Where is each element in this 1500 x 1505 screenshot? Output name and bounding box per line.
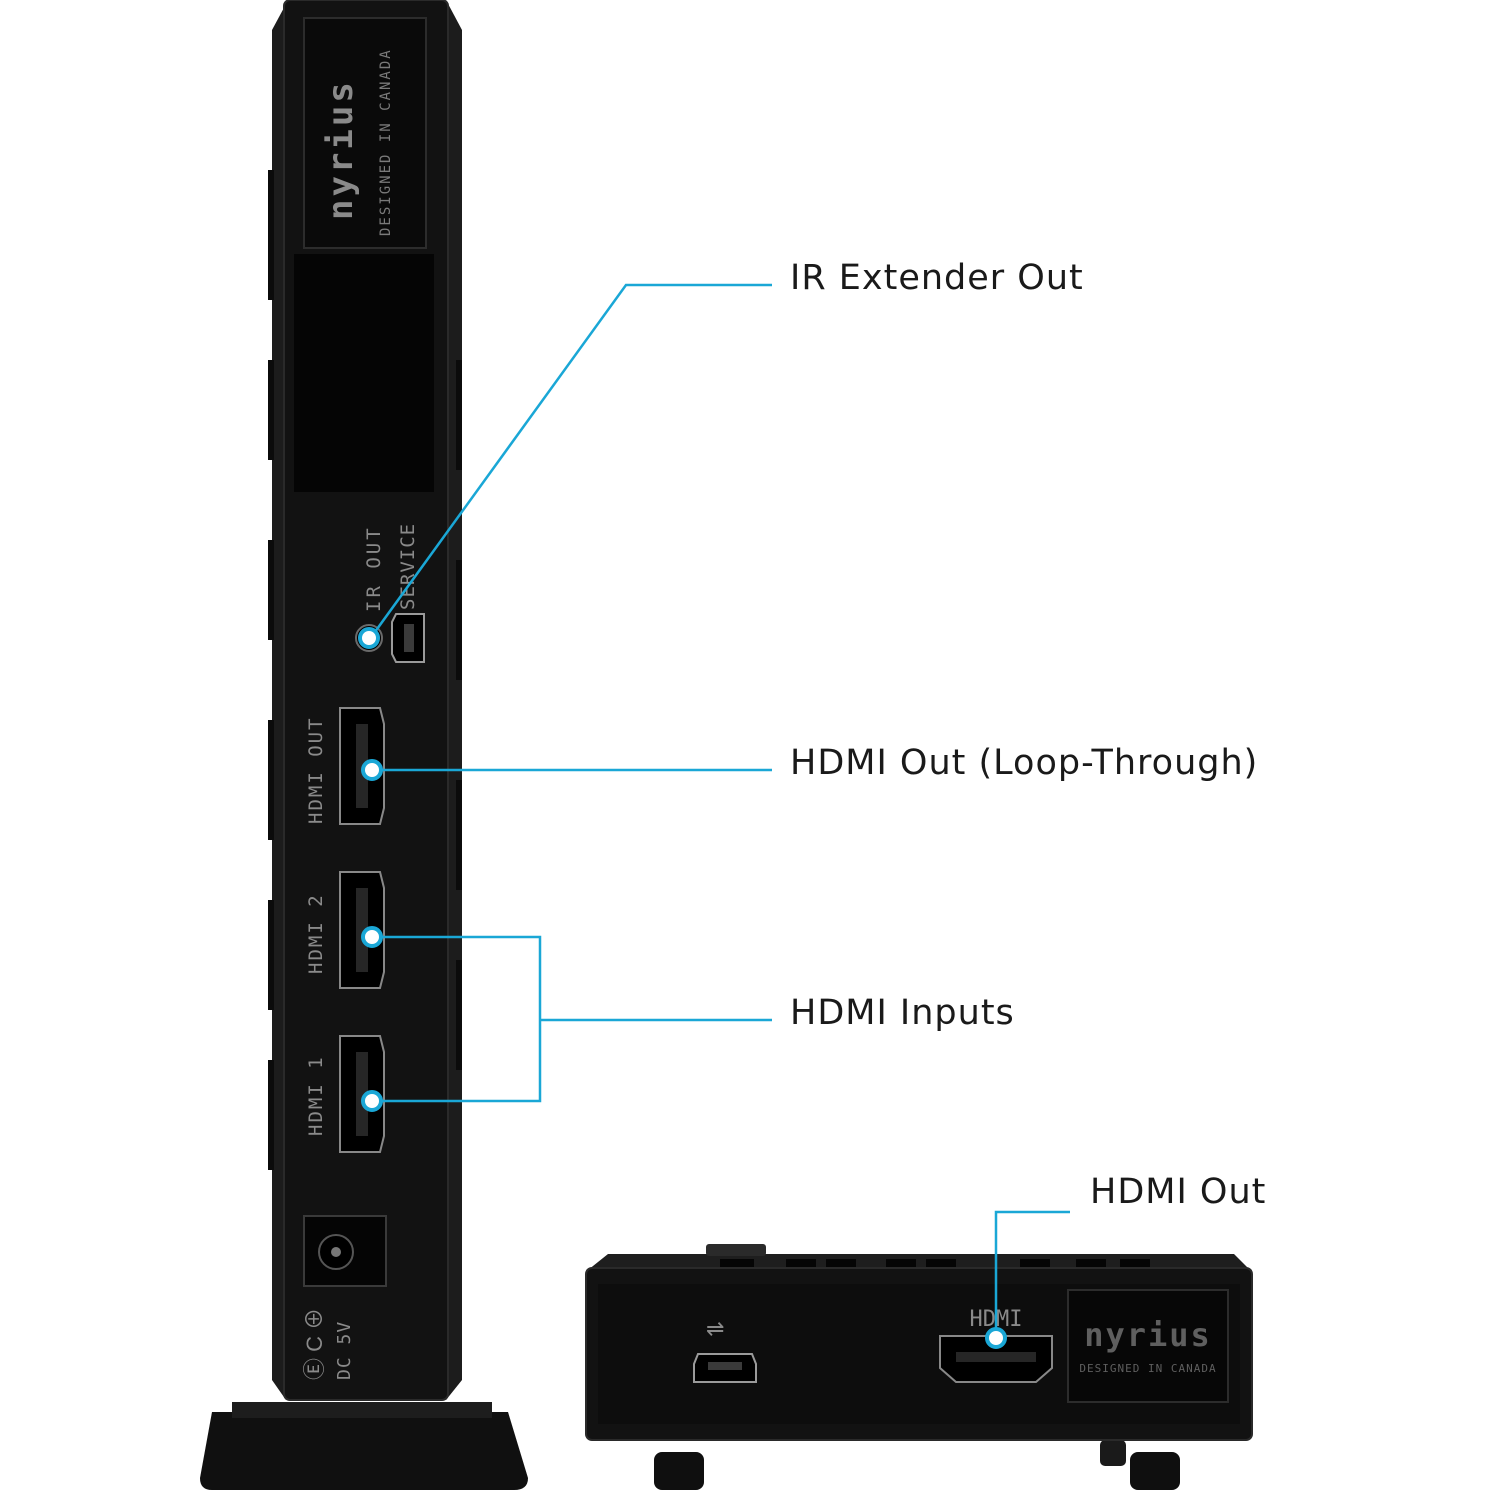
tower-vent [456, 560, 462, 680]
ir-extender-leader [370, 283, 772, 637]
callout-hdmi-out-loop-through: HDMI Out (Loop-Through) [790, 743, 1259, 783]
receiver-vent [886, 1259, 916, 1267]
receiver-hdmi-port-tongue [956, 1352, 1036, 1362]
tower-vent [456, 780, 462, 890]
hdmi-2-port-tongue [356, 888, 368, 972]
callout-hdmi-out: HDMI Out [1090, 1172, 1267, 1212]
power-jack-pin [331, 1247, 341, 1257]
service-usb-pins [404, 624, 414, 652]
service-label: SERVICE [397, 523, 419, 610]
receiver-top-button [706, 1244, 766, 1256]
hdmi-1-label: HDMI 1 [305, 1055, 327, 1136]
tower-stand-neck [232, 1402, 492, 1418]
receiver-unit: ⇌ HDMI nyrius DESIGNED IN CANADA [585, 1244, 1253, 1490]
usb-icon: ⇌ [706, 1316, 724, 1341]
ir-out-label: IR OUT [363, 525, 385, 612]
receiver-foot [1130, 1452, 1180, 1490]
tower-logo-panel [303, 17, 427, 249]
tower-vent [268, 1060, 274, 1170]
hdmi-2-label: HDMI 2 [305, 893, 327, 974]
callout-ir-extender-out: IR Extender Out [790, 258, 1084, 298]
callout-dot [361, 926, 383, 948]
callout-dot [985, 1327, 1007, 1349]
callout-dot [361, 759, 383, 781]
power-label: DC 5V [334, 1321, 355, 1380]
tower-vent [268, 360, 274, 460]
tower-stand [200, 1412, 528, 1490]
tower-vent [268, 900, 274, 1010]
tower-vent [268, 540, 274, 640]
receiver-vent [786, 1259, 816, 1267]
callout-dot [358, 627, 380, 649]
receiver-logo-panel [1067, 1289, 1229, 1403]
tower-vent [456, 360, 462, 470]
callout-hdmi-inputs: HDMI Inputs [790, 993, 1015, 1033]
receiver-vent [926, 1259, 956, 1267]
tower-vent [268, 720, 274, 840]
tower-logo-text: nyrius [321, 79, 361, 220]
receiver-logo-text: nyrius [1084, 1316, 1212, 1354]
tower-left-fin [272, 4, 286, 1400]
tower-vent [456, 960, 462, 1070]
tower-designed-text: DESIGNED IN CANADA [378, 48, 394, 236]
receiver-designed-text: DESIGNED IN CANADA [1079, 1362, 1216, 1375]
tower-window-panel [294, 254, 434, 492]
ce-mark-icon: Ⓔ C ⊕ [302, 1308, 327, 1380]
receiver-foot [654, 1452, 704, 1490]
receiver-vent [720, 1259, 754, 1267]
hdmi-1-port-tongue [356, 1052, 368, 1136]
callout-dots [358, 627, 1007, 1349]
receiver-usb-pins [708, 1362, 742, 1370]
tower-vent [268, 170, 274, 300]
hdmi-out-leader [994, 1210, 1070, 1336]
hdmi-out-label: HDMI OUT [305, 716, 327, 824]
receiver-vent [1076, 1259, 1106, 1267]
receiver-vent [826, 1259, 856, 1267]
receiver-vent [1020, 1259, 1050, 1267]
callout-lines [370, 283, 1070, 1336]
callout-dot [361, 1090, 383, 1112]
receiver-vent [1120, 1259, 1150, 1267]
receiver-foot [1100, 1440, 1126, 1466]
tower-transmitter: nyrius DESIGNED IN CANADA IR OUT SERVICE… [200, 0, 528, 1490]
